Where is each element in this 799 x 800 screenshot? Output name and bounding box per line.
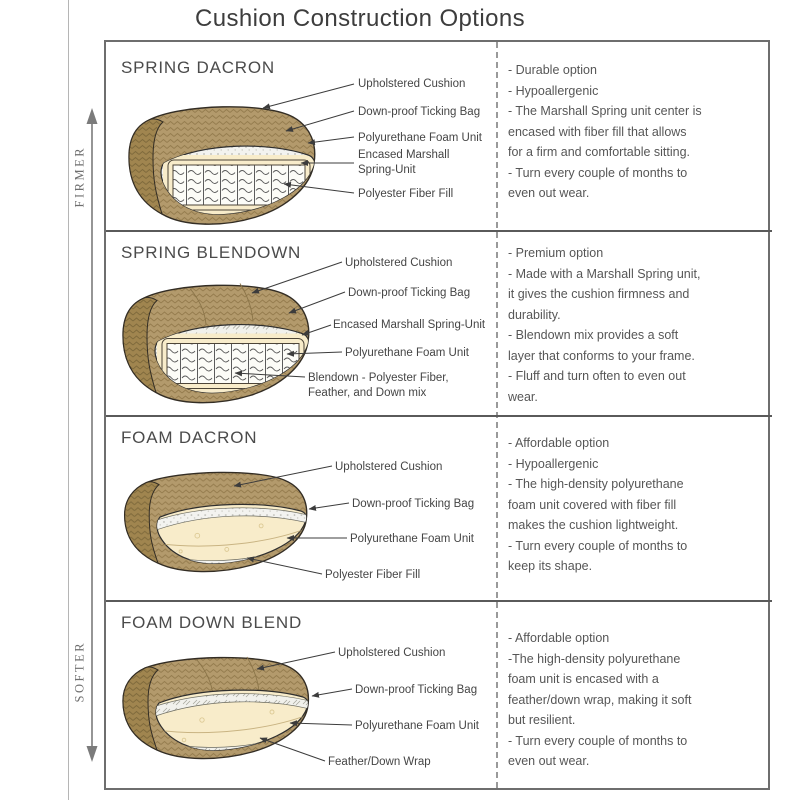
section-heading-foam-down-blend: FOAM DOWN BLEND [121, 613, 303, 632]
options-table: SPRING DACRON Upholstered Cushion Down-p… [104, 40, 772, 790]
section-heading-spring-dacron: SPRING DACRON [121, 58, 275, 77]
row-divider-1 [106, 230, 772, 232]
callout-fiber-fill: Polyester Fiber Fill [358, 188, 454, 200]
callout-ticking-bag: Down-proof Ticking Bag [358, 106, 481, 118]
foam-down-blend-illustration [122, 656, 310, 760]
notes-spring-dacron: - Durable option- Hypoallergenic- The Ma… [508, 63, 702, 200]
notes-spring-blendown: - Premium option- Made with a Marshall S… [508, 246, 701, 404]
callout-foam-unit: Polyurethane Foam Unit [355, 720, 480, 732]
callout-upholstered-cushion: Upholstered Cushion [345, 257, 453, 269]
callout-ticking-bag: Down-proof Ticking Bag [348, 287, 471, 299]
spring-blendown-illustration [122, 283, 310, 404]
callout-upholstered-cushion: Upholstered Cushion [335, 461, 443, 473]
spring-dacron-illustration [128, 106, 316, 225]
callout-marshall-spring-unit: Encased Marshall Spring-Unit [333, 319, 486, 331]
section-heading-foam-dacron: FOAM DACRON [121, 428, 258, 447]
notes-foam-dacron: - Affordable option- Hypoallergenic- The… [508, 436, 688, 573]
callout-foam-unit: Polyurethane Foam Unit [358, 132, 483, 144]
softer-label: SOFTER [72, 640, 87, 703]
notes-foam-down-blend: - Affordable option-The high-density pol… [508, 631, 692, 768]
callout-marshall-spring-unit: Encased Marshall Spring-Unit [358, 149, 450, 176]
firmer-label: FIRMER [72, 145, 87, 208]
row-divider-3 [106, 600, 772, 602]
callout-ticking-bag: Down-proof Ticking Bag [352, 498, 475, 510]
callout-fiber-fill: Polyester Fiber Fill [325, 569, 421, 581]
section-heading-spring-blendown: SPRING BLENDOWN [121, 243, 302, 262]
page-title: Cushion Construction Options [194, 5, 526, 32]
callout-upholstered-cushion: Upholstered Cushion [338, 647, 446, 659]
foam-dacron-illustration [123, 471, 308, 573]
page-edge-line [68, 0, 69, 800]
callout-foam-unit: Polyurethane Foam Unit [350, 533, 475, 545]
firmness-axis-arrow [86, 108, 98, 762]
callout-blendown-mix: Blendown - Polyester Fiber, Feather, and… [308, 372, 449, 399]
callout-ticking-bag: Down-proof Ticking Bag [355, 684, 478, 696]
callout-upholstered-cushion: Upholstered Cushion [358, 78, 466, 90]
callout-feather-down-wrap: Feather/Down Wrap [328, 756, 431, 768]
callout-foam-unit: Polyurethane Foam Unit [345, 347, 470, 359]
row-divider-2 [106, 415, 772, 417]
